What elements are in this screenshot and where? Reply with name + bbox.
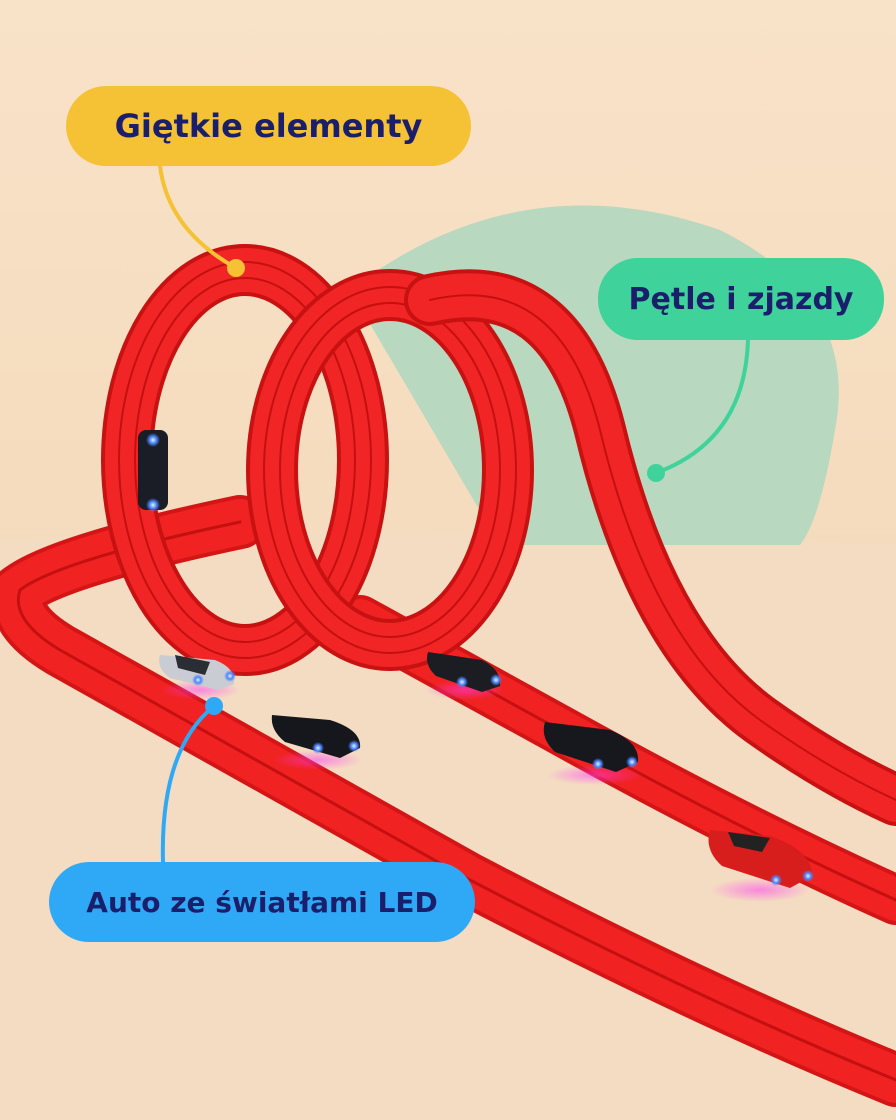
dot-led — [205, 697, 223, 715]
ramp — [404, 269, 896, 826]
dot-flexible — [227, 259, 245, 277]
car-black-sports — [543, 722, 643, 785]
loop-two — [246, 269, 534, 671]
connector-flexible — [158, 164, 238, 270]
car-on-loop — [138, 430, 168, 512]
car-black-batmobile — [271, 715, 363, 770]
car-white-silver — [159, 655, 240, 700]
dot-loops — [647, 464, 665, 482]
car-red-sports — [708, 830, 814, 902]
callout-loops-and-descents: Pętle i zjazdy — [598, 258, 884, 340]
connector-loops — [654, 338, 750, 475]
callout-led-text: Auto ze światłami LED — [86, 885, 438, 919]
track-left — [0, 495, 896, 1107]
connector-led — [160, 704, 216, 864]
loop-one — [101, 244, 389, 676]
callout-flexible-text: Giętkie elementy — [114, 107, 423, 145]
callout-led-car: Auto ze światłami LED — [49, 862, 475, 942]
callout-loops-text: Pętle i zjazdy — [628, 281, 854, 317]
car-black-racer — [425, 652, 505, 700]
callout-flexible-elements: Giętkie elementy — [66, 86, 471, 166]
